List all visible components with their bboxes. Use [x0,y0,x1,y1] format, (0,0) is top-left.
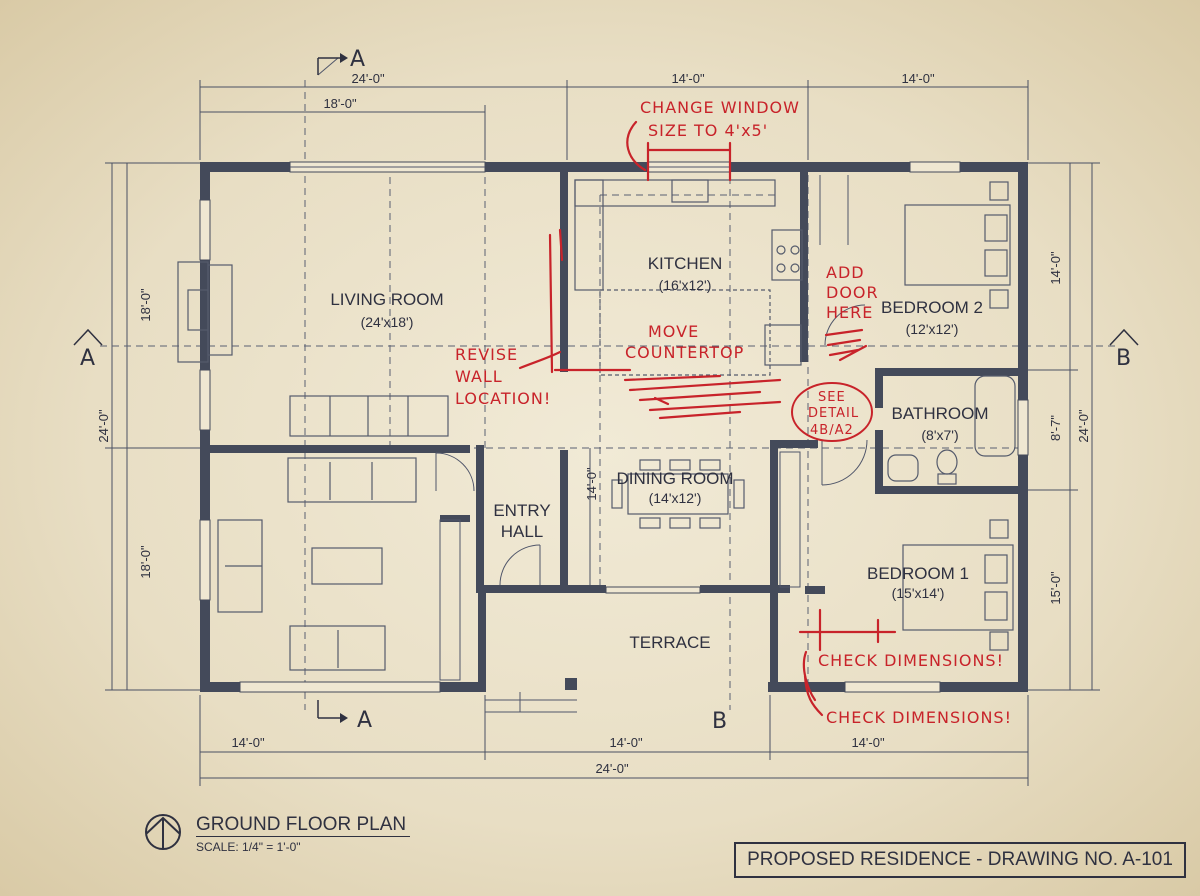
dim-right-24: 24'-0" [1076,409,1091,443]
room-living-name: LIVING ROOM [330,290,443,309]
north-arrow-icon [145,814,181,850]
note-change-window-1: CHANGE WINDOW [640,98,800,117]
section-mark-b-right: B [1116,346,1131,371]
room-entry-line1: ENTRY [493,501,550,520]
note-move-counter-2: COUNTERTOP [625,343,744,362]
room-entry-line2: HALL [501,522,544,541]
note-see-detail-1: SEE [818,390,846,405]
title-block: PROPOSED RESIDENCE - DRAWING NO. A-101 [734,842,1186,878]
plan-title: GROUND FLOOR PLAN [196,814,407,835]
room-living-size: (24'x18') [361,314,414,330]
section-mark-a-bottom: A [357,708,372,733]
note-add-door-1: ADD [826,263,865,282]
room-bedroom2-name: BEDROOM 2 [881,298,983,317]
dim-top-14b: 14'-0" [901,71,935,86]
dim-left-18a: 18'-0" [138,288,153,322]
room-bathroom-name: BATHROOM [892,404,989,423]
walls [200,162,1028,692]
furniture [177,179,1016,713]
section-mark-a-left: A [80,346,95,371]
room-terrace: TERRACE [629,633,710,652]
dim-left-24: 24'-0" [96,409,111,443]
room-bedroom2-size: (12'x12') [906,321,959,337]
windows [199,161,1029,693]
note-check-dimensions-2: CHECK DIMENSIONS! [826,708,1012,727]
section-mark-b-bottom: B [712,709,727,734]
room-bathroom-size: (8'x7') [921,427,958,443]
dim-right-8-7: 8'-7" [1048,415,1063,441]
room-bedroom1-name: BEDROOM 1 [867,564,969,583]
dimension-lines [105,80,1100,786]
title-underline [196,836,410,837]
dim-bottom-14b: 14'-0" [609,735,643,750]
dimension-labels: 24'-0" 18'-0" 14'-0" 14'-0" 18'-0" 24'-0… [96,71,1091,776]
room-dining-size: (14'x12') [649,490,702,506]
room-bedroom1-size: (15'x14') [892,585,945,601]
centerlines [100,80,1120,710]
note-revise-wall-3: LOCATION! [455,389,551,408]
plan-scale: SCALE: 1/4" = 1'-0" [196,840,301,854]
room-kitchen-size: (16'x12') [659,277,712,293]
dim-top-24: 24'-0" [351,71,385,86]
room-dining-name: DINING ROOM [616,469,733,488]
dim-right-15: 15'-0" [1048,571,1063,605]
dim-bottom-24: 24'-0" [595,761,629,776]
redline-markups: CHANGE WINDOW SIZE TO 4'x5' ADD DOOR HER… [455,98,1012,727]
note-revise-wall-2: WALL [455,367,503,386]
note-add-door-2: DOOR [826,283,879,302]
dim-right-14: 14'-0" [1048,251,1063,285]
dim-top-18: 18'-0" [323,96,357,111]
note-change-window-2: SIZE TO 4'x5' [648,121,768,140]
dim-bottom-14c: 14'-0" [851,735,885,750]
dim-bottom-14a: 14'-0" [231,735,265,750]
note-revise-wall-1: REVISE [455,345,518,364]
note-add-door-3: HERE [826,303,873,322]
note-check-dimensions-1: CHECK DIMENSIONS! [818,651,1004,670]
doors [435,175,868,681]
dim-dining-14: 14'-0" [584,467,599,501]
dim-left-18b: 18'-0" [138,545,153,579]
note-see-detail-2: DETAIL [808,406,859,421]
room-kitchen-name: KITCHEN [648,254,723,273]
note-move-counter-1: MOVE [648,322,699,341]
dim-top-14a: 14'-0" [671,71,705,86]
section-mark-a-top: A [350,47,365,72]
section-markers: A A A B B [73,47,1139,734]
title-block-text: PROPOSED RESIDENCE - DRAWING NO. A-101 [747,849,1173,870]
note-see-detail-3: 4B/A2 [810,423,854,438]
room-labels: LIVING ROOM (24'x18') KITCHEN (16'x12') … [330,254,988,652]
